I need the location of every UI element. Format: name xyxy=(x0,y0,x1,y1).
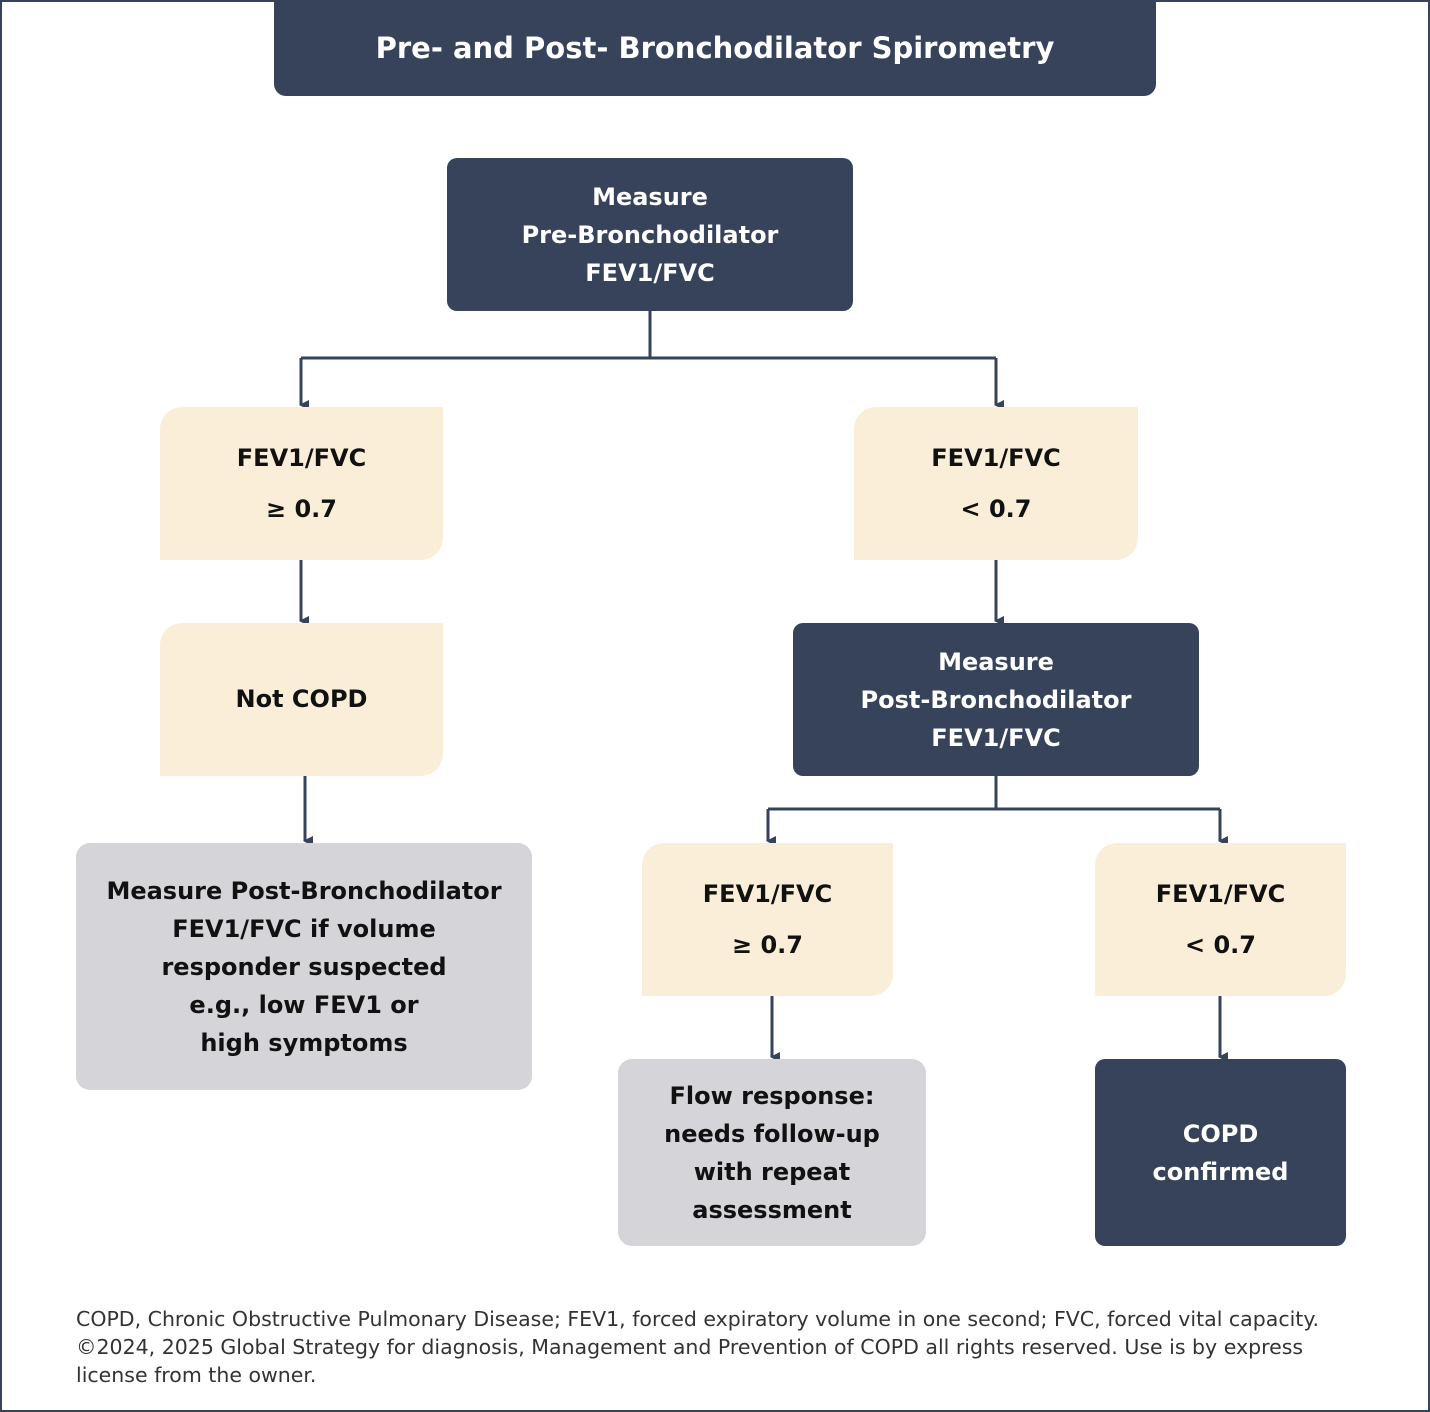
diagram-title: Pre- and Post- Bronchodilator Spirometry xyxy=(274,0,1156,96)
connector-pre-split xyxy=(301,311,996,360)
node-copd-confirmed: COPD confirmed xyxy=(1095,1059,1346,1246)
node-pre-measure: Measure Pre-Bronchodilator FEV1/FVC xyxy=(447,158,853,311)
node-pre-high: FEV1/FVC ≥ 0.7 xyxy=(160,407,443,560)
footnote-license: license from the owner. xyxy=(76,1363,317,1387)
footnote: COPD, Chronic Obstructive Pulmonary Dise… xyxy=(76,1305,1406,1389)
node-flow-response: Flow response: needs follow-up with repe… xyxy=(618,1059,926,1246)
node-pre-low: FEV1/FVC < 0.7 xyxy=(854,407,1138,560)
footnote-copyright: ©2024, 2025 Global Strategy for diagnosi… xyxy=(76,1335,1304,1359)
footnote-abbreviations: COPD, Chronic Obstructive Pulmonary Dise… xyxy=(76,1307,1320,1331)
node-post-high: FEV1/FVC ≥ 0.7 xyxy=(642,843,893,996)
node-not-copd: Not COPD xyxy=(160,623,443,776)
node-post-low: FEV1/FVC < 0.7 xyxy=(1095,843,1346,996)
connector-post-split xyxy=(768,776,1220,811)
node-post-measure: Measure Post-Bronchodilator FEV1/FVC xyxy=(793,623,1199,776)
node-volume-responder: Measure Post-Bronchodilator FEV1/FVC if … xyxy=(76,843,532,1090)
